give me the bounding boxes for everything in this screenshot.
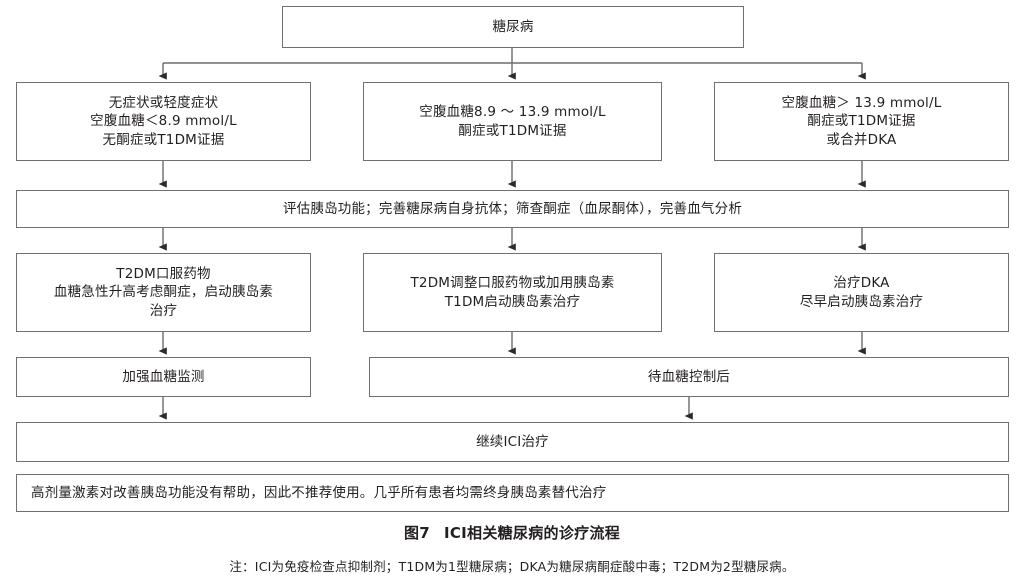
node-continue-ici-label: 继续ICI治疗 bbox=[476, 433, 549, 450]
node-await-control: 待血糖控制后 bbox=[369, 357, 1009, 397]
node-mild-presentation: 无症状或轻度症状 空腹血糖＜8.9 mmol/L 无酮症或T1DM证据 bbox=[16, 82, 311, 161]
node-diabetes: 糖尿病 bbox=[282, 6, 744, 48]
node-treatment-mild: T2DM口服药物 血糖急性升高考虑酮症，启动胰岛素 治疗 bbox=[16, 253, 311, 332]
node-severe-presentation: 空腹血糖＞ 13.9 mmol/L 酮症或T1DM证据 或合并DKA bbox=[714, 82, 1009, 161]
node-moderate-presentation: 空腹血糖8.9 ～ 13.9 mmol/L 酮症或T1DM证据 bbox=[363, 82, 662, 161]
node-assessment: 评估胰岛功能；完善糖尿病自身抗体；筛查酮症（血尿酮体），完善血气分析 bbox=[16, 190, 1009, 228]
node-await-control-label: 待血糖控制后 bbox=[647, 368, 731, 385]
node-continue-ici: 继续ICI治疗 bbox=[16, 422, 1009, 462]
node-treatment-severe-label: 治疗DKA 尽早启动胰岛素治疗 bbox=[799, 274, 924, 310]
node-steroid-note-label: 高剂量激素对改善胰岛功能没有帮助，因此不推荐使用。几乎所有患者均需终身胰岛素替代… bbox=[31, 484, 607, 501]
node-assessment-label: 评估胰岛功能；完善糖尿病自身抗体；筛查酮症（血尿酮体），完善血气分析 bbox=[282, 200, 743, 217]
node-treatment-severe: 治疗DKA 尽早启动胰岛素治疗 bbox=[714, 253, 1009, 332]
figure-caption-number: 图7 bbox=[403, 524, 430, 542]
node-treatment-moderate: T2DM调整口服药物或加用胰岛素 T1DM启动胰岛素治疗 bbox=[363, 253, 662, 332]
node-diabetes-label: 糖尿病 bbox=[492, 18, 534, 35]
node-treatment-moderate-label: T2DM调整口服药物或加用胰岛素 T1DM启动胰岛素治疗 bbox=[410, 274, 615, 310]
figure-caption: 图7 ICI相关糖尿病的诊疗流程 bbox=[0, 522, 1024, 543]
node-moderate-presentation-label: 空腹血糖8.9 ～ 13.9 mmol/L 酮症或T1DM证据 bbox=[419, 103, 606, 139]
figure-caption-title: ICI相关糖尿病的诊疗流程 bbox=[443, 524, 621, 542]
figure-footnote: 注：ICI为免疫检查点抑制剂；T1DM为1型糖尿病；DKA为糖尿病酮症酸中毒；T… bbox=[229, 559, 795, 574]
node-severe-presentation-label: 空腹血糖＞ 13.9 mmol/L 酮症或T1DM证据 或合并DKA bbox=[781, 94, 942, 148]
node-treatment-mild-label: T2DM口服药物 血糖急性升高考虑酮症，启动胰岛素 治疗 bbox=[53, 265, 274, 319]
node-mild-presentation-label: 无症状或轻度症状 空腹血糖＜8.9 mmol/L 无酮症或T1DM证据 bbox=[90, 94, 237, 148]
node-monitor-glucose-label: 加强血糖监测 bbox=[122, 368, 205, 385]
node-monitor-glucose: 加强血糖监测 bbox=[16, 357, 311, 397]
node-steroid-note: 高剂量激素对改善胰岛功能没有帮助，因此不推荐使用。几乎所有患者均需终身胰岛素替代… bbox=[16, 474, 1009, 512]
